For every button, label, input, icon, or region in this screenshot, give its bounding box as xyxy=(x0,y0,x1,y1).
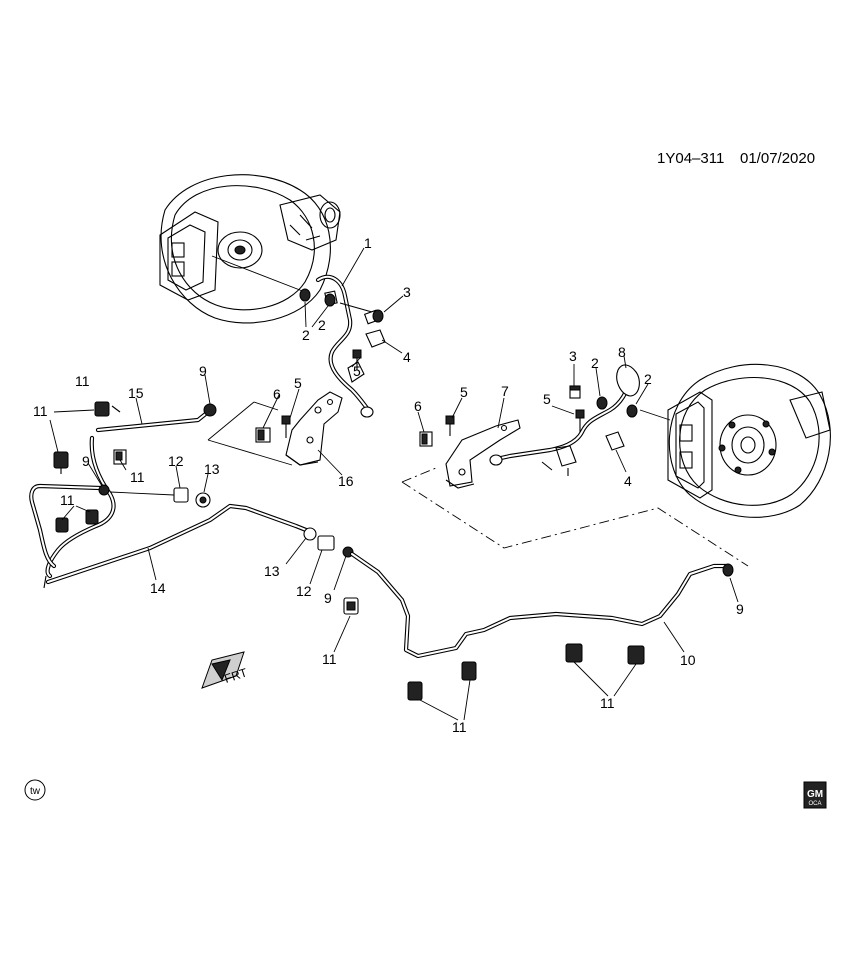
callout-11-e: 11 xyxy=(322,651,337,667)
callout-11-top: 11 xyxy=(75,373,90,389)
callout-6-left: 6 xyxy=(273,386,281,402)
callout-9-right: 9 xyxy=(736,601,744,617)
clip-11-b xyxy=(53,451,69,474)
callout-13-lower: 13 xyxy=(264,563,280,579)
bracket-7-right xyxy=(445,419,521,489)
callout-12-lower: 12 xyxy=(296,583,312,599)
fitting-9-upper xyxy=(203,403,217,417)
dashed-reference-boundary xyxy=(401,467,749,567)
callout-2-left-b: 2 xyxy=(318,317,326,333)
callout-4-left: 4 xyxy=(403,349,411,365)
callout-1: 1 xyxy=(364,235,372,251)
callout-2-left-a: 2 xyxy=(302,327,310,343)
callout-16: 16 xyxy=(338,473,354,489)
bolt-5-right-b xyxy=(445,415,455,436)
diagram-date: 01/07/2020 xyxy=(740,150,815,167)
gm-logo: GM OCA xyxy=(803,781,827,809)
frt-label: FRT xyxy=(223,665,250,686)
callout-12-upper: 12 xyxy=(168,453,184,469)
clip-11-f xyxy=(407,661,477,701)
clip-11-a xyxy=(94,401,121,417)
washer-2-right-a xyxy=(596,396,608,410)
callout-11-mid: 11 xyxy=(130,469,145,485)
callout-5-right-a: 5 xyxy=(543,391,551,407)
fitting-9-right xyxy=(722,563,734,577)
diagram-id: 1Y04–311 xyxy=(657,150,724,167)
bolt-3-right xyxy=(569,385,581,399)
brake-line-15 xyxy=(95,409,211,433)
fitting-9-left xyxy=(98,484,110,496)
tw-badge: tw xyxy=(24,779,46,801)
bolt-5-left-lower xyxy=(281,415,291,438)
callout-2-right-a: 2 xyxy=(591,355,599,371)
bracket-4-left xyxy=(365,329,386,348)
clip-11-c xyxy=(113,449,127,465)
washer-2-left-b xyxy=(324,293,336,307)
brake-line-loop-left xyxy=(29,435,116,579)
tw-badge-text: tw xyxy=(30,786,41,797)
bracket-4-right xyxy=(605,431,625,451)
front-direction-arrow: FRT xyxy=(201,651,250,689)
washer-2-left-a xyxy=(299,288,311,302)
bracket-16-left xyxy=(285,391,343,466)
right-brake-hose-8 xyxy=(489,364,640,476)
left-brake-caliper-assembly xyxy=(159,174,341,324)
callout-11-f: 11 xyxy=(452,719,467,735)
connector-12-upper xyxy=(173,487,189,503)
clip-11-e xyxy=(343,597,359,615)
callout-15: 15 xyxy=(128,385,144,401)
brake-line-14 xyxy=(43,503,309,589)
callout-2-right-b: 2 xyxy=(644,371,652,387)
callout-6-right: 6 xyxy=(414,398,422,414)
gm-logo-top: GM xyxy=(807,789,823,800)
callout-8: 8 xyxy=(618,344,626,360)
callout-7: 7 xyxy=(501,383,509,399)
clip-11-g xyxy=(565,643,645,665)
callout-5-left-upper: 5 xyxy=(353,363,361,379)
callout-11-lower: 11 xyxy=(60,492,75,508)
callout-11-g: 11 xyxy=(600,695,615,711)
nut-13-lower xyxy=(303,527,317,541)
callout-10: 10 xyxy=(680,652,696,668)
callout-numbers: 1 2 2 3 4 5 5 6 16 9 15 11 11 9 11 11 12… xyxy=(33,235,744,735)
clip-11-d xyxy=(55,509,99,533)
callout-13-upper: 13 xyxy=(204,461,220,477)
clip-6-right xyxy=(419,431,433,447)
callout-5-left-lower: 5 xyxy=(294,375,302,391)
washer-2-right-b xyxy=(626,404,638,418)
bolt-3-left xyxy=(363,309,384,325)
callout-11-left: 11 xyxy=(33,403,48,419)
right-brake-rotor-assembly xyxy=(639,363,831,518)
callout-14: 14 xyxy=(150,580,166,596)
callout-9-upper: 9 xyxy=(199,363,207,379)
connector-12-lower xyxy=(317,535,335,551)
gm-logo-bottom: OCA xyxy=(808,801,821,807)
bolt-5-right-a xyxy=(575,409,585,432)
bolt-5-left-upper xyxy=(352,349,362,370)
callout-3-right: 3 xyxy=(569,348,577,364)
callout-4-right: 4 xyxy=(624,473,632,489)
callout-9-middle: 9 xyxy=(324,590,332,606)
nut-13-upper xyxy=(195,492,211,508)
callout-5-right-b: 5 xyxy=(460,384,468,400)
callout-3-left: 3 xyxy=(403,284,411,300)
left-brake-hose-1 xyxy=(315,274,374,418)
clip-6-left xyxy=(255,427,271,443)
brake-line-10 xyxy=(349,551,729,659)
callout-9-left: 9 xyxy=(82,453,90,469)
callout-leaders xyxy=(49,247,739,721)
bracket-16-outline xyxy=(207,401,293,466)
